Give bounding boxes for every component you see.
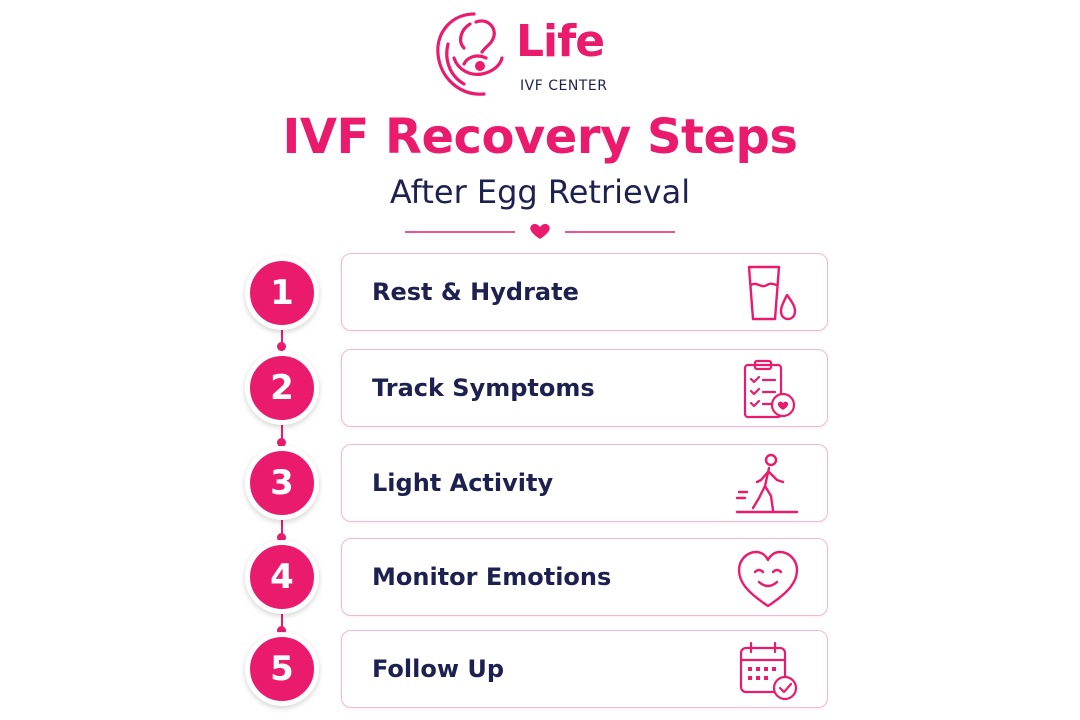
water-glass-icon <box>747 265 797 321</box>
brand-subtitle: IVF CENTER <box>520 78 608 94</box>
title-divider <box>405 223 675 239</box>
step-number-badge: 3 <box>245 446 319 520</box>
timeline-dot <box>277 626 286 635</box>
step-label: Follow Up <box>372 655 505 683</box>
step-card-follow-up: Follow Up <box>341 630 828 708</box>
step-number-badge: 2 <box>245 351 319 425</box>
smiling-heart-icon <box>737 550 799 608</box>
calendar-check-icon <box>739 641 798 701</box>
timeline-dot <box>277 438 286 447</box>
brand-logo: Life IVF CENTER <box>430 8 630 108</box>
clipboard-heart-icon <box>743 359 796 419</box>
walking-person-icon <box>735 453 799 514</box>
timeline-dot <box>277 533 286 542</box>
step-number-badge: 5 <box>245 632 319 706</box>
step-label: Light Activity <box>372 469 554 497</box>
heart-icon <box>530 223 550 239</box>
mother-baby-logo-icon <box>436 12 504 96</box>
step-label: Rest & Hydrate <box>372 278 579 306</box>
step-card-rest-hydrate: Rest & Hydrate <box>341 253 828 331</box>
step-label: Monitor Emotions <box>372 563 612 591</box>
page-title: IVF Recovery Steps <box>282 109 798 165</box>
step-card-monitor-emotions: Monitor Emotions <box>341 538 828 616</box>
page-subtitle: After Egg Retrieval <box>389 173 691 211</box>
brand-name: Life <box>516 16 605 67</box>
step-number-badge: 1 <box>245 256 319 330</box>
step-label: Track Symptoms <box>372 374 595 402</box>
step-card-light-activity: Light Activity <box>341 444 828 522</box>
step-number-badge: 4 <box>245 540 319 614</box>
step-card-track-symptoms: Track Symptoms <box>341 349 828 427</box>
timeline-dot <box>277 342 286 351</box>
